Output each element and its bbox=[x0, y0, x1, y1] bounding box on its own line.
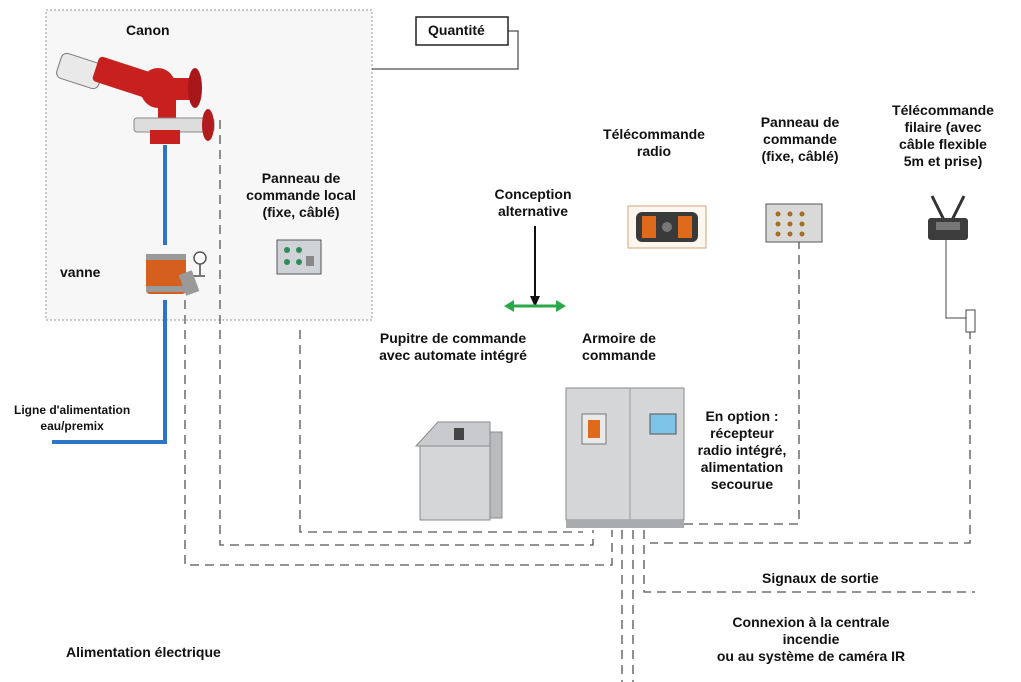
fire-panel-connection-label-2: incendie bbox=[782, 631, 840, 647]
wired-remote-cable bbox=[945, 240, 966, 319]
dashed-wiring bbox=[184, 120, 975, 682]
option-label-1: En option : bbox=[705, 408, 779, 424]
option-label-3: radio intégré, bbox=[697, 442, 787, 458]
desk-label-2: avec automate intégré bbox=[379, 347, 527, 363]
wired-remote-label-1: Télécommande bbox=[892, 102, 994, 118]
fire-panel-connection-label-3: ou au système de caméra IR bbox=[716, 648, 906, 664]
cabinet-label-1: Armoire de bbox=[582, 330, 656, 346]
radio-remote-icon bbox=[627, 205, 707, 249]
desk-label-1: Pupitre de commande bbox=[379, 330, 527, 346]
quantite-label: Quantité bbox=[428, 22, 485, 38]
wired-remote-label-4: 5m et prise) bbox=[903, 153, 983, 169]
fire-panel-connection-label: Connexion à la centrale incendie ou au s… bbox=[686, 614, 936, 665]
valve-icon bbox=[146, 251, 207, 296]
wall-panel-label-3: (fixe, câblé) bbox=[761, 148, 839, 164]
wired-remote-label-2: filaire (avec bbox=[904, 119, 982, 135]
supply-line-label: Ligne d'alimentation eau/premix bbox=[14, 402, 130, 434]
desk-label: Pupitre de commande avec automate intégr… bbox=[360, 330, 546, 364]
power-supply-label: Alimentation électrique bbox=[66, 644, 221, 660]
control-desk-icon bbox=[414, 421, 503, 521]
local-panel-label-2: commande local bbox=[246, 187, 356, 203]
alternative-design-label: Conception alternative bbox=[478, 186, 588, 220]
output-signals-label: Signaux de sortie bbox=[762, 570, 879, 586]
fire-panel-connection-label-1: Connexion à la centrale bbox=[732, 614, 890, 630]
option-label-5: secourue bbox=[710, 476, 774, 492]
wall-panel-label-2: commande bbox=[763, 131, 837, 147]
wired-remote-label-3: câble flexible bbox=[899, 136, 987, 152]
radio-remote-label-1: Télécommande bbox=[603, 126, 705, 142]
wall-panel-label: Panneau de commande (fixe, câblé) bbox=[752, 114, 848, 165]
alternative-design-label-2: alternative bbox=[497, 203, 569, 219]
local-panel-label: Panneau de commande local (fixe, câblé) bbox=[232, 170, 370, 221]
quantite-connector bbox=[372, 30, 519, 70]
supply-line-label-1: Ligne d'alimentation bbox=[14, 403, 131, 417]
wired-remote-icon bbox=[928, 195, 968, 240]
option-label: En option : récepteur radio intégré, ali… bbox=[688, 408, 796, 493]
control-cabinet-icon bbox=[565, 387, 685, 528]
water-line-supply bbox=[52, 300, 167, 444]
option-label-4: alimentation bbox=[700, 459, 784, 475]
canon-label: Canon bbox=[126, 22, 170, 38]
local-panel-label-3: (fixe, câblé) bbox=[262, 204, 340, 220]
cabinet-label: Armoire de commande bbox=[564, 330, 674, 364]
vanne-label: vanne bbox=[60, 264, 101, 280]
cannon-icon bbox=[56, 52, 215, 144]
local-panel-label-1: Panneau de bbox=[261, 170, 341, 186]
wall-panel-icon bbox=[765, 203, 823, 243]
cabinet-label-2: commande bbox=[582, 347, 656, 363]
supply-line-label-2: eau/premix bbox=[40, 419, 104, 433]
wall-panel-label-1: Panneau de bbox=[760, 114, 840, 130]
wired-remote-label: Télécommande filaire (avec câble flexibl… bbox=[878, 102, 1008, 170]
alternative-design-arrow bbox=[504, 226, 566, 312]
alternative-design-label-1: Conception bbox=[494, 186, 572, 202]
option-label-2: récepteur bbox=[710, 425, 774, 441]
quantite-box bbox=[415, 16, 509, 46]
radio-remote-label: Télécommande radio bbox=[594, 126, 714, 160]
radio-remote-label-2: radio bbox=[636, 143, 672, 159]
wired-remote-plug bbox=[965, 309, 976, 333]
local-panel-icon bbox=[276, 239, 322, 275]
